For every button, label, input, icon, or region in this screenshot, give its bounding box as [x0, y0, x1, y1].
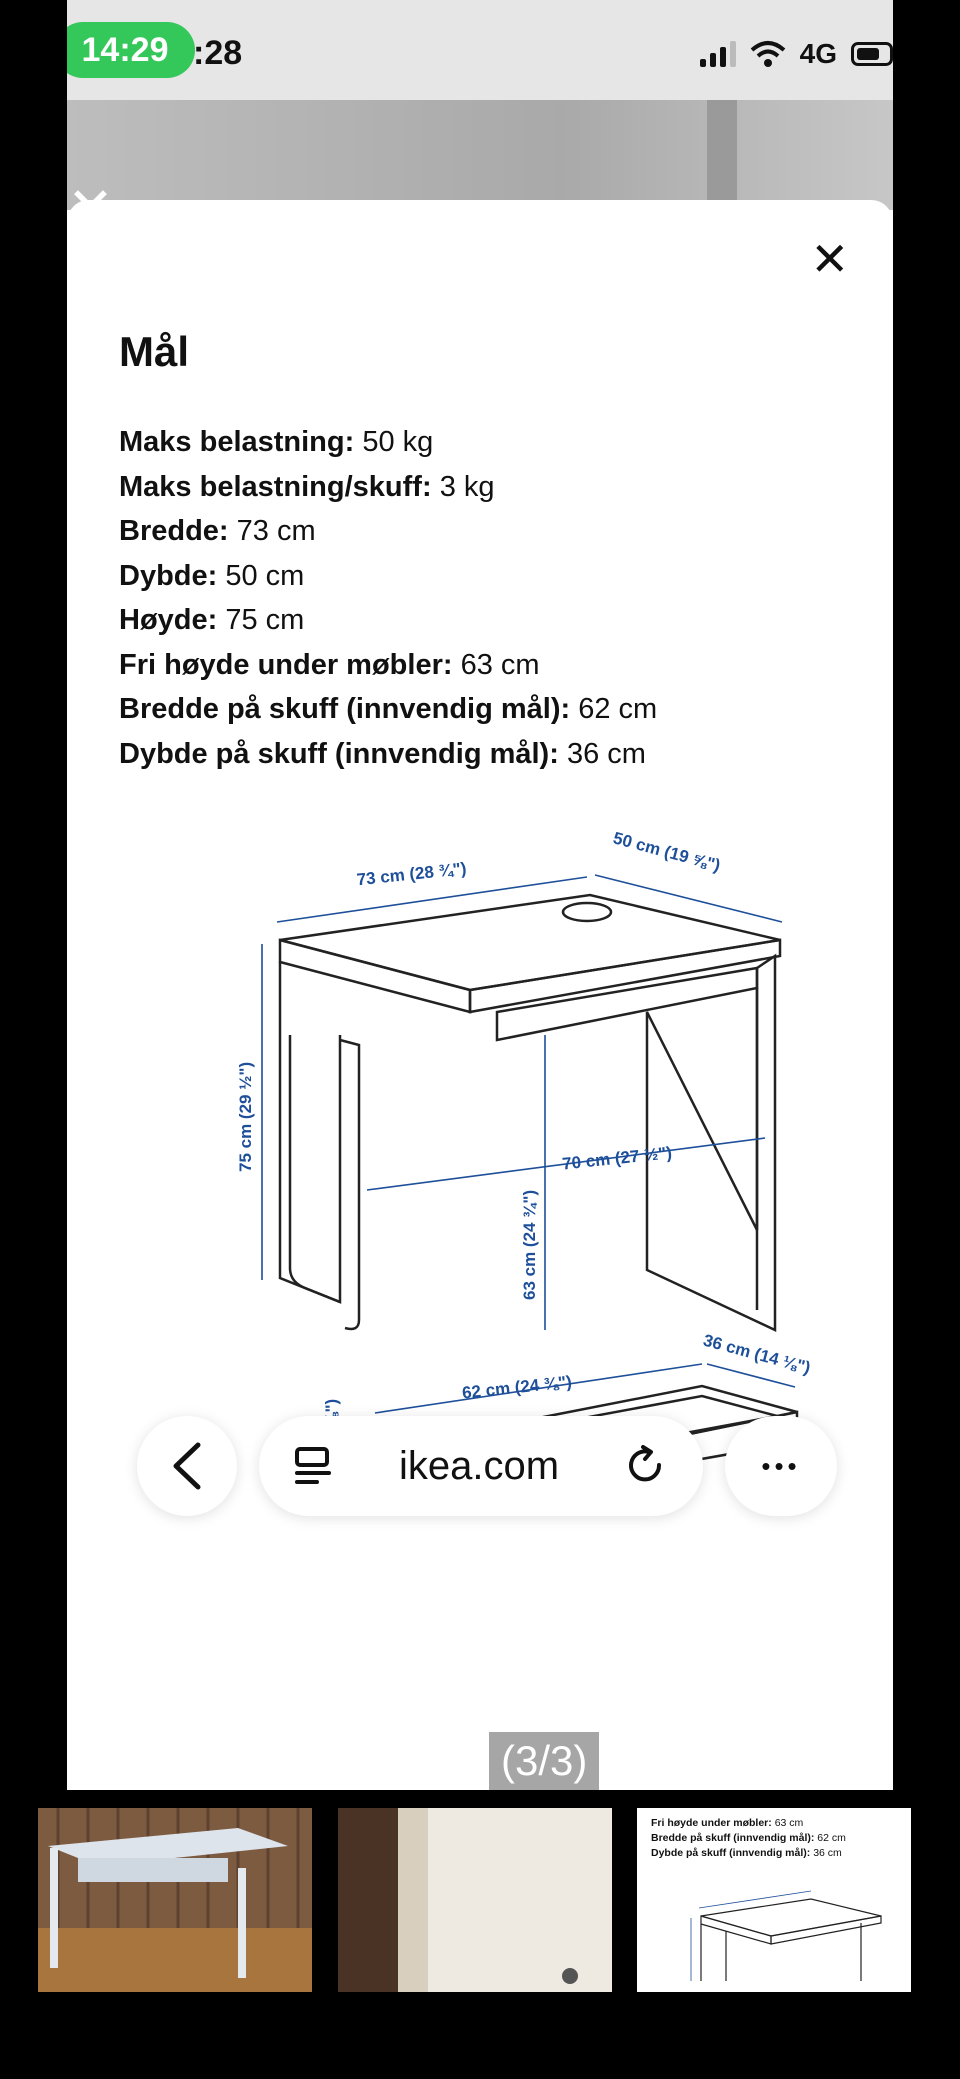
- sheet-title: Mål: [119, 328, 190, 375]
- address-bar[interactable]: ikea.com: [259, 1416, 703, 1516]
- thumb-text-line: Fri høyde under møbler: 63 cm: [651, 1817, 804, 1829]
- url-text[interactable]: ikea.com: [398, 1443, 560, 1488]
- browser-toolbar: ikea.com •••: [137, 1416, 837, 1516]
- thumb-text-line: Dybde på skuff (innvendig mål): 36 cm: [651, 1847, 842, 1859]
- drawer-width-dimension-line: [374, 1363, 703, 1414]
- status-bar: 14:29 :28 4G: [67, 0, 893, 100]
- drawer-depth-dimension-label: 36 cm (14 ⅛"): [701, 1331, 812, 1378]
- signal-icon: [699, 41, 736, 67]
- width-dimension-line: [276, 876, 588, 923]
- spec-row: Maks belastning: 50 kg: [119, 426, 434, 458]
- battery-icon: [851, 42, 893, 66]
- detail-photo: [338, 1808, 612, 1992]
- inner-width-dimension-line: [366, 1137, 766, 1191]
- more-options-button[interactable]: •••: [725, 1416, 837, 1516]
- screenshot-frame: 14:29 :28 4G ✕ ✕ Mål Maks belastning: 50…: [67, 0, 893, 1790]
- close-button[interactable]: ✕: [810, 233, 849, 285]
- thumbnail-desk-photo[interactable]: [38, 1808, 312, 1992]
- width-dimension-label: 73 cm (28 ¾"): [356, 859, 468, 889]
- spec-row: Fri høyde under møbler: 63 cm: [119, 648, 540, 681]
- desk-photo: [38, 1808, 312, 1992]
- thumbnail-detail-photo[interactable]: [338, 1808, 612, 1992]
- reload-icon[interactable]: [625, 1445, 667, 1487]
- image-counter: (3/3): [489, 1732, 600, 1790]
- spec-list: Maks belastning: 50 kg Maks belastning/s…: [119, 420, 859, 776]
- spec-row: Dybde på skuff (innvendig mål): 36 cm: [119, 737, 646, 770]
- drawer-depth-dimension-line: [706, 1363, 796, 1388]
- dimensions-sheet: ✕ Mål Maks belastning: 50 kg Maks belast…: [67, 200, 893, 1790]
- thumb-diagram: [690, 1890, 882, 1981]
- call-time-pill[interactable]: 14:29: [67, 22, 195, 78]
- thumbnail-strip: Fri høyde under møbler: 63 cm Bredde på …: [0, 1808, 960, 1994]
- page-menu-icon[interactable]: [293, 1446, 333, 1486]
- back-button[interactable]: [137, 1416, 237, 1516]
- spec-row: Bredde: 73 cm: [119, 515, 316, 547]
- wifi-icon: [750, 41, 785, 67]
- depth-dimension-label: 50 cm (19 ⅝"): [611, 830, 722, 875]
- network-label: 4G: [799, 38, 837, 69]
- spec-row: Dybde: 50 cm: [119, 559, 305, 592]
- background-photo: [67, 100, 893, 210]
- height-dimension-label: 75 cm (29 ½"): [236, 1062, 255, 1172]
- dimension-lines: [261, 874, 796, 1460]
- thumb-text-line: Bredde på skuff (innvendig mål): 62 cm: [651, 1832, 846, 1844]
- desk-outline: [278, 893, 782, 1332]
- spec-row: Høyde: 75 cm: [119, 604, 305, 636]
- ellipsis-icon: •••: [761, 1450, 801, 1481]
- drawer-width-dimension-label: 62 cm (24 ⅜"): [461, 1372, 573, 1402]
- depth-dimension-line: [594, 874, 783, 923]
- status-time: :28: [193, 34, 243, 72]
- status-icons: 4G: [699, 38, 893, 70]
- thumbnail-dimensions[interactable]: Fri høyde under møbler: 63 cm Bredde på …: [637, 1808, 911, 1992]
- inner-width-dimension-label: 70 cm (27 ½"): [561, 1143, 673, 1173]
- spec-row: Maks belastning/skuff: 3 kg: [119, 470, 495, 503]
- spec-row: Bredde på skuff (innvendig mål): 62 cm: [119, 693, 658, 725]
- clear-height-dimension-label: 63 cm (24 ¾"): [520, 1190, 539, 1300]
- chevron-left-icon: [173, 1442, 201, 1490]
